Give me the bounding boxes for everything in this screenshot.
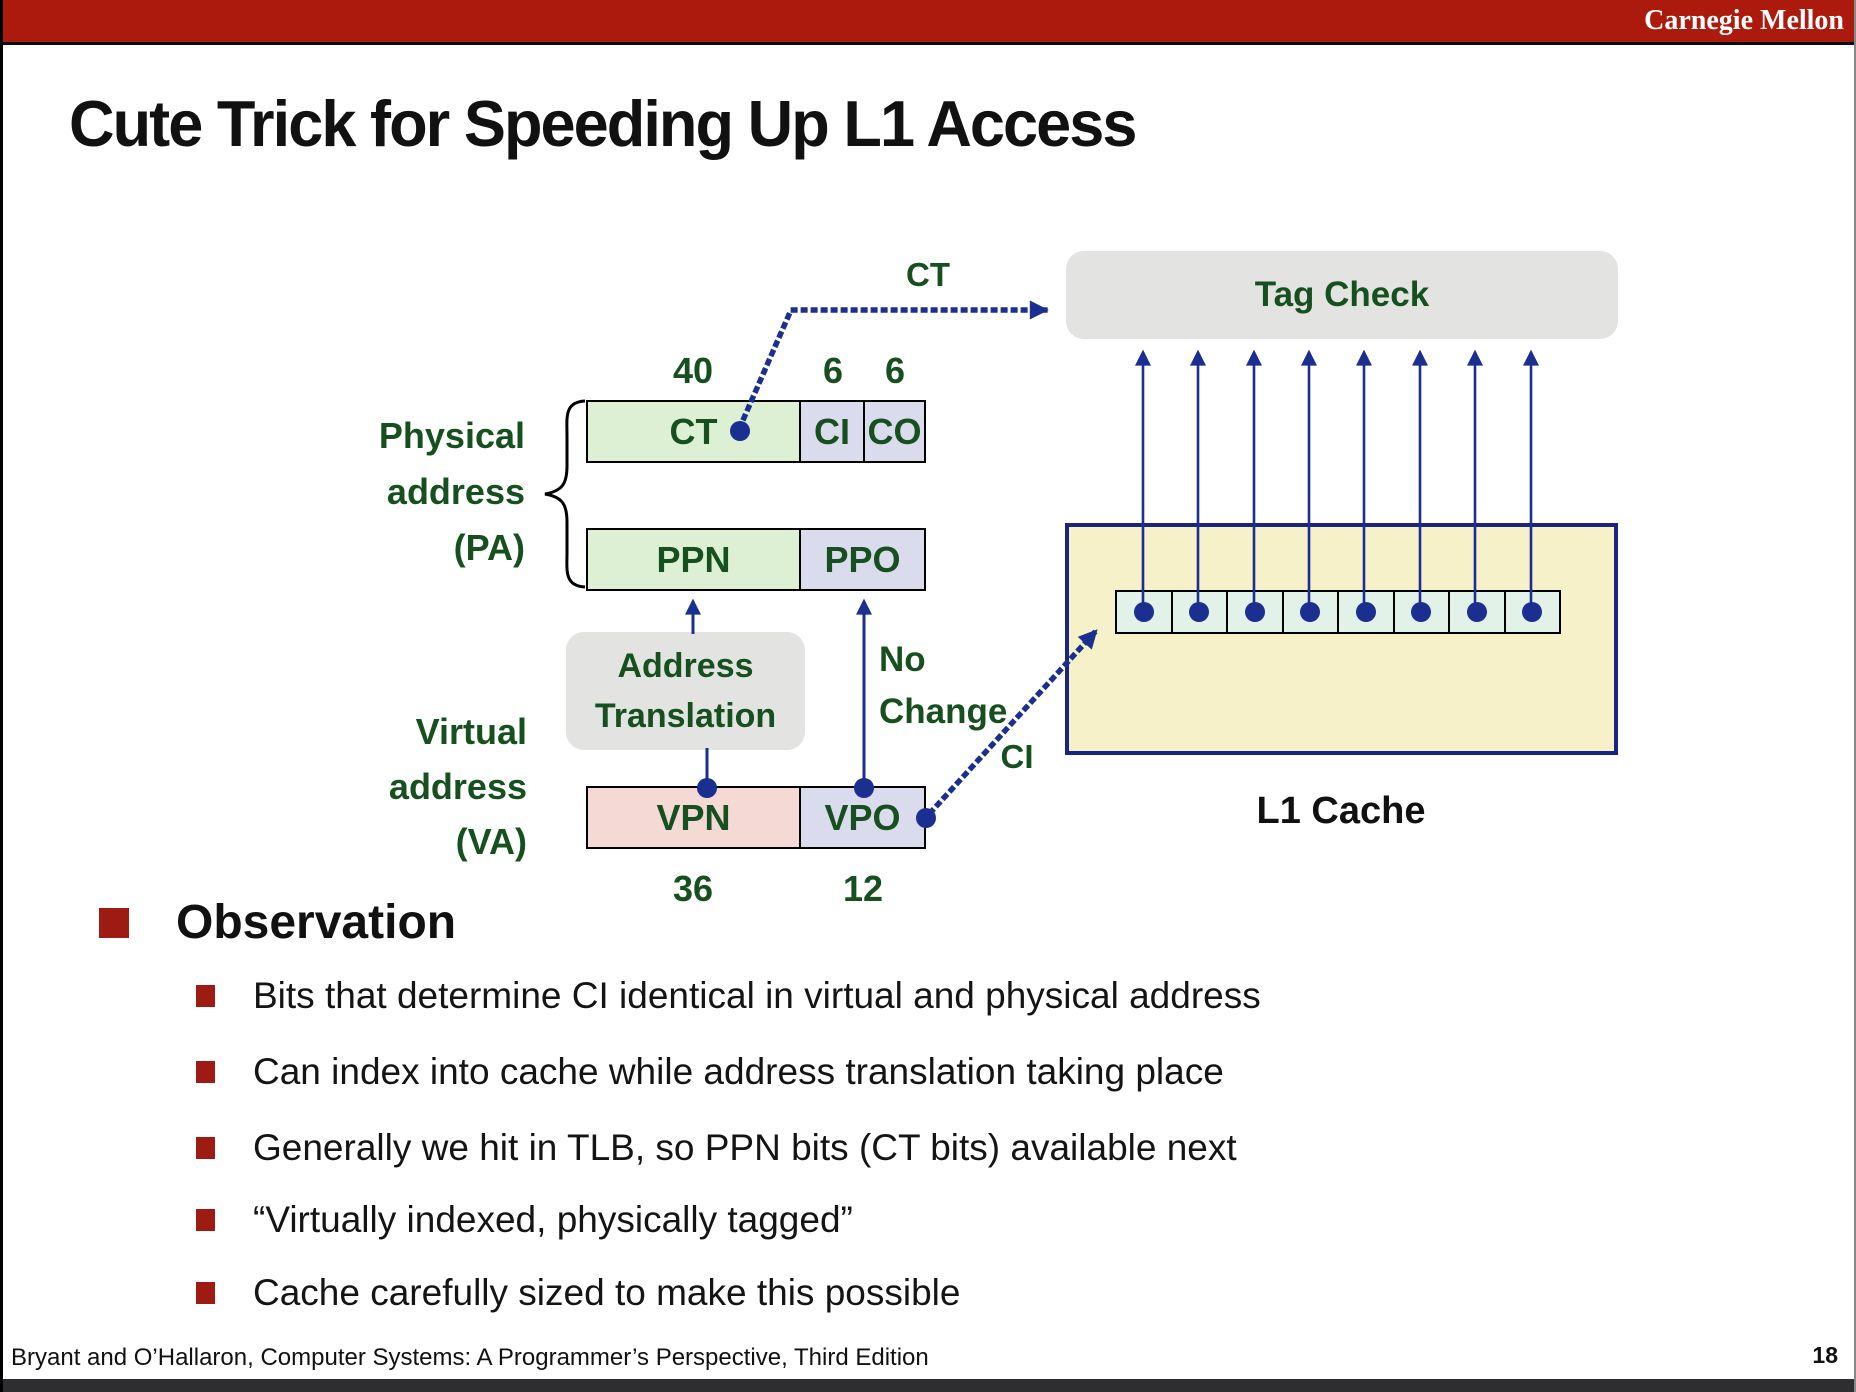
va-field-vpo-label: VPO [824,796,901,838]
sub-bullet-square-icon [196,1137,215,1159]
pa-field-ct: CT [586,400,801,463]
va-field-vpn-label: VPN [656,796,731,838]
virtual-address-label: Virtual address (VA) [303,704,527,869]
cache-line-cell [1226,590,1284,634]
observation-bullet-2: Can index into cache while address trans… [196,1051,1224,1093]
header-bar: Carnegie Mellon [3,0,1856,42]
cache-line-dot-icon [1189,602,1210,622]
observation-bullet-1: Bits that determine CI identical in virt… [196,975,1261,1017]
sub-bullet-square-icon [196,985,215,1007]
observation-bullet-1-text: Bits that determine CI identical in virt… [253,975,1261,1016]
cache-line-cell [1170,590,1228,634]
observation-heading-label: Observation [176,896,457,949]
physical-address-line3: (PA) [453,527,525,568]
tag-check-box: Tag Check [1066,251,1618,339]
l1-cache-set-row [1115,590,1561,634]
observation-bullet-3-text: Generally we hit in TLB, so PPN bits (CT… [253,1127,1237,1168]
cache-line-dot-icon [1466,602,1487,622]
observation-bullet-4: “Virtually indexed, physically tagged” [196,1199,853,1241]
address-translation-line2: Translation [594,697,777,735]
no-change-line1: No [879,640,926,679]
footer-citation: Bryant and O’Hallaron, Computer Systems:… [11,1344,929,1371]
no-change-line2: Change [879,692,1008,731]
observation-bullet-2-text: Can index into cache while address trans… [253,1051,1224,1092]
pa-ci-width: 6 [822,350,844,391]
l1-cache-box [1065,523,1618,755]
no-change-label: No Change [879,634,1007,738]
pa-co-width: 6 [884,350,906,391]
header-divider [3,42,1856,45]
va-vpn-width: 36 [672,868,714,909]
footer-bar [3,1379,1856,1392]
cache-line-dot-icon [1411,602,1432,622]
observation-heading: Observation [99,895,456,950]
cache-line-cell [1115,590,1173,634]
virtual-address-line3: (VA) [455,821,527,862]
pa-field-ppn-label: PPN [656,538,731,580]
pa-field-ppo-label: PPO [824,538,901,580]
virtual-address-line1: Virtual [415,711,527,752]
sub-bullet-square-icon [196,1209,215,1231]
tag-check-label: Tag Check [1254,275,1430,314]
ct-arrow-label: CT [906,256,950,293]
observation-bullet-3: Generally we hit in TLB, so PPN bits (CT… [196,1127,1237,1169]
virtual-address-line2: address [388,766,527,807]
pa-field-ppn: PPN [586,528,801,591]
address-translation-box: Address Translation [566,632,805,750]
cache-line-dot-icon [1522,602,1543,622]
pa-brace [544,399,586,589]
pa-field-co-label: CO [867,410,922,452]
observation-bullet-5: Cache carefully sized to make this possi… [196,1272,960,1314]
cache-line-cell [1448,590,1506,634]
cache-line-cell [1503,590,1561,634]
physical-address-label: Physical address (PA) [303,408,525,576]
va-field-vpo: VPO [799,786,926,849]
footer-page-number: 18 [1812,1342,1838,1368]
bullet-square-icon [99,907,129,938]
cache-line-cell [1281,590,1339,634]
pa-field-ci: CI [799,400,865,463]
cache-line-dot-icon [1133,602,1154,622]
physical-address-line2: address [386,471,525,512]
observation-bullet-5-text: Cache carefully sized to make this possi… [253,1272,961,1313]
sub-bullet-square-icon [196,1061,215,1083]
ci-arrow-label: CI [1000,738,1034,775]
va-field-vpn: VPN [586,786,801,849]
page-title: Cute Trick for Speeding Up L1 Access [69,87,1137,160]
cache-line-dot-icon [1300,602,1321,622]
cache-line-cell [1337,590,1395,634]
pa-field-ct-label: CT [669,410,718,452]
pa-field-ci-label: CI [814,410,850,452]
physical-address-line1: Physical [378,415,525,456]
cache-line-dot-icon [1244,602,1265,622]
cache-line-cell [1392,590,1450,634]
pa-field-co: CO [863,400,926,463]
pa-ct-width: 40 [672,350,714,391]
sub-bullet-square-icon [196,1282,215,1304]
pa-field-ppo: PPO [799,528,926,591]
address-translation-line1: Address [617,647,754,685]
observation-bullet-4-text: “Virtually indexed, physically tagged” [253,1199,853,1240]
brand-logo: Carnegie Mellon [1644,5,1844,36]
cache-line-dot-icon [1355,602,1376,622]
va-vpo-width: 12 [842,868,884,909]
l1-cache-label: L1 Cache [1256,790,1426,832]
